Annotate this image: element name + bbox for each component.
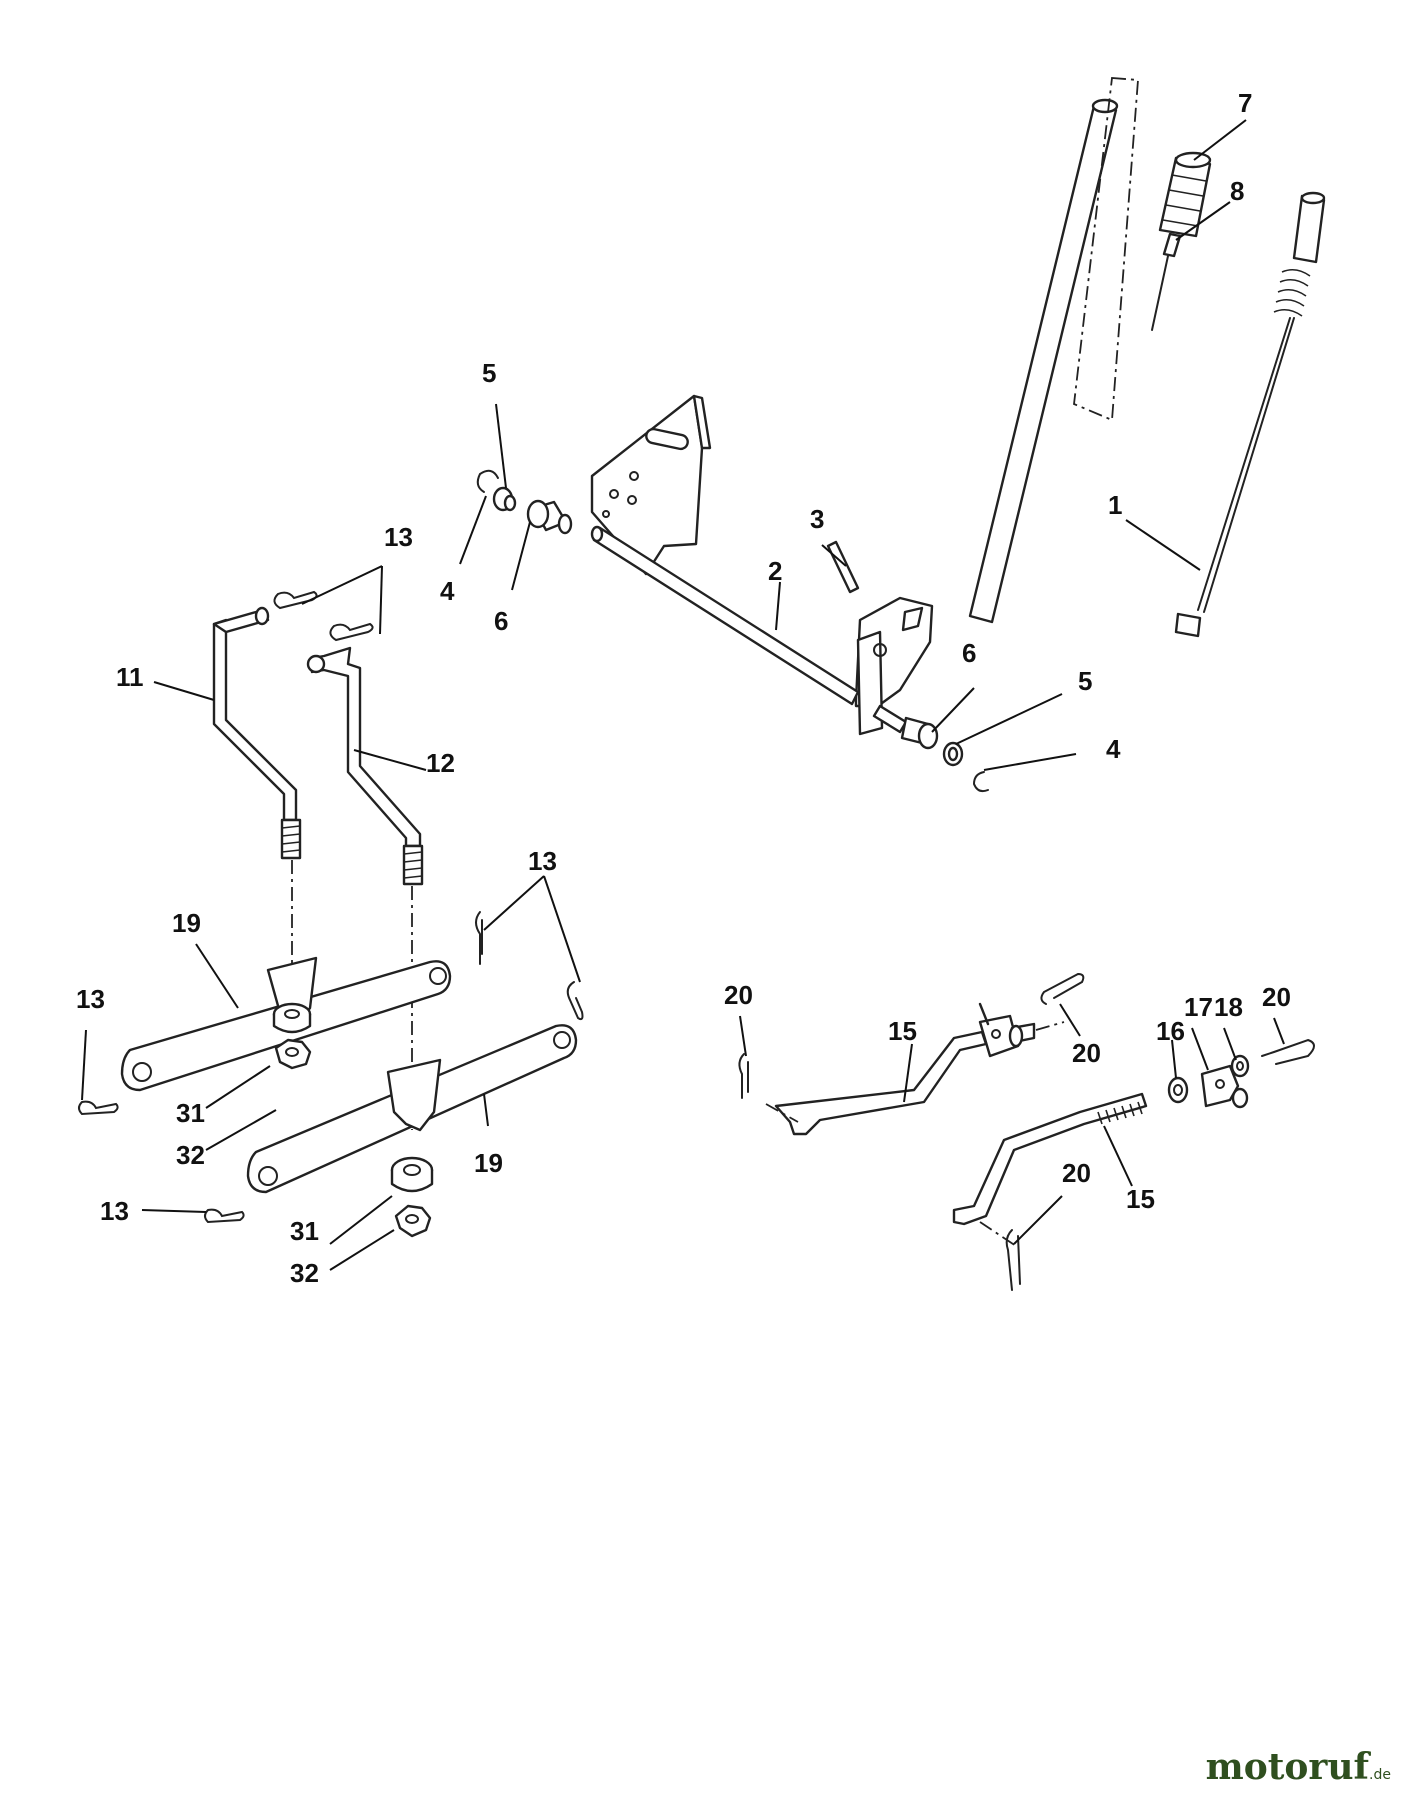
callout-17: 17	[1184, 992, 1213, 1022]
callout-16: 16	[1156, 1016, 1185, 1046]
callout-32-lower: 32	[290, 1258, 319, 1288]
callout-5-right: 5	[1078, 666, 1092, 696]
roll-pin	[826, 540, 860, 594]
knob-grip	[1158, 151, 1212, 238]
callout-1: 1	[1108, 490, 1122, 520]
watermark-brand: motoruf	[1205, 1746, 1370, 1788]
hairpin-clips-20	[738, 972, 1315, 1291]
callout-6-right: 6	[962, 638, 976, 668]
callout-32-upper: 32	[176, 1140, 205, 1170]
callout-6-left: 6	[494, 606, 508, 636]
callout-19-upper: 19	[172, 908, 201, 938]
callout-20-mid: 20	[1072, 1038, 1101, 1068]
lift-link-12	[306, 646, 424, 886]
callout-18: 18	[1214, 992, 1243, 1022]
callout-19-lower: 19	[474, 1148, 503, 1178]
callout-20-left: 20	[724, 980, 753, 1010]
callout-13-left: 13	[76, 984, 105, 1014]
callout-12: 12	[426, 748, 455, 778]
callout-15-lower: 15	[1126, 1184, 1155, 1214]
upper-bushing-nut	[272, 1002, 312, 1070]
mounting-bracket	[590, 394, 712, 576]
callout-3: 3	[810, 504, 824, 534]
callout-labels: 7 8 1 5 3 2 4 6 6 5 4 13 11 12 13 19 13 …	[76, 88, 1291, 1288]
callout-4-right: 4	[1106, 734, 1121, 764]
watermark-logo: motoruf.de	[1206, 1746, 1391, 1788]
callout-20-bottom: 20	[1062, 1158, 1091, 1188]
knob-pin	[1162, 232, 1182, 258]
watermark-suffix: .de	[1369, 1767, 1391, 1783]
left-shaft-hardware	[476, 469, 573, 535]
right-shaft-hardware	[900, 716, 989, 793]
callout-31-lower: 31	[290, 1216, 319, 1246]
callout-20-right: 20	[1262, 982, 1291, 1012]
callout-5-top: 5	[482, 358, 496, 388]
callout-31-upper: 31	[176, 1098, 205, 1128]
lower-bushing-nut	[390, 1156, 434, 1238]
control-rod-upper	[774, 1002, 1036, 1136]
callout-13-top: 13	[384, 522, 413, 552]
rod-hardware-16-17-18	[1167, 1054, 1250, 1109]
callout-7: 7	[1238, 88, 1252, 118]
callout-13-bottom: 13	[100, 1196, 129, 1226]
control-rod-lower	[952, 1092, 1148, 1226]
lift-handle	[854, 98, 1119, 736]
callout-4-left: 4	[440, 576, 455, 606]
adjustment-cable	[1174, 191, 1326, 638]
callout-13-mid: 13	[528, 846, 557, 876]
lift-link-11	[212, 606, 302, 860]
callout-2: 2	[768, 556, 782, 586]
callout-15-upper: 15	[888, 1016, 917, 1046]
hairpin-clips-13	[78, 590, 584, 1224]
leader-lines	[81, 119, 1285, 1271]
lift-arm-lower	[246, 1024, 578, 1194]
callout-11: 11	[116, 662, 144, 692]
cross-shaft	[590, 525, 908, 734]
callout-8: 8	[1230, 176, 1244, 206]
handle-grip-outline	[1073, 77, 1139, 422]
